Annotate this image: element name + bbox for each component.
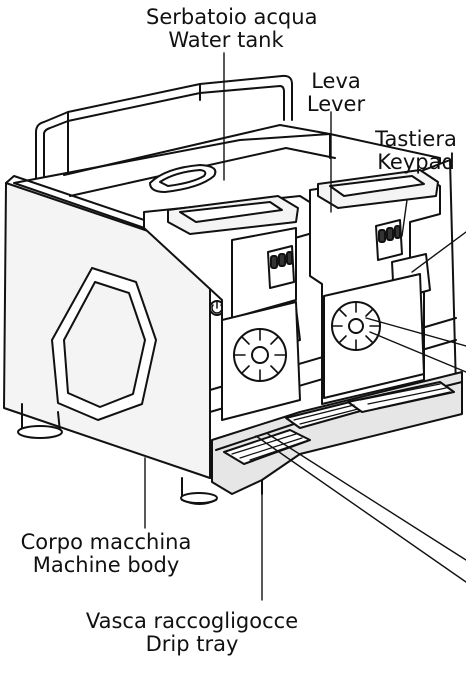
label-keypad-it: Tastiera	[375, 127, 457, 151]
label-keypad-en: Keypad	[377, 150, 455, 174]
machine-body-panel	[3, 175, 219, 505]
leader-right-2	[365, 317, 466, 347]
brew-group-right	[309, 169, 441, 405]
label-lever-en: Lever	[306, 92, 366, 116]
label-machine-body: Corpo macchina Machine body	[2, 531, 210, 577]
leader-right-1	[411, 231, 466, 273]
leader-right-3	[369, 331, 466, 373]
leader-right-5	[255, 435, 466, 583]
label-water-tank-en: Water tank	[168, 28, 284, 52]
label-drip-tray-en: Drip tray	[145, 632, 239, 656]
leader-lines	[144, 52, 466, 601]
label-water-tank-it: Serbatoio acqua	[146, 5, 318, 29]
tank-handle	[35, 74, 293, 191]
brew-group-left	[143, 195, 317, 421]
label-lever-it: Leva	[311, 69, 361, 93]
leader-keypad	[401, 199, 408, 237]
label-machine-body-it: Corpo macchina	[20, 530, 192, 554]
label-drip-tray-it: Vasca raccogligocce	[85, 609, 299, 633]
drip-tray	[211, 371, 463, 495]
label-drip-tray: Vasca raccogligocce Drip tray	[68, 610, 316, 656]
label-machine-body-en: Machine body	[32, 553, 180, 577]
label-water-tank: Serbatoio acqua Water tank	[146, 5, 318, 52]
label-lever: Leva Lever	[296, 70, 376, 116]
label-keypad: Tastiera Keypad	[364, 128, 466, 174]
leader-right-4	[267, 433, 466, 561]
